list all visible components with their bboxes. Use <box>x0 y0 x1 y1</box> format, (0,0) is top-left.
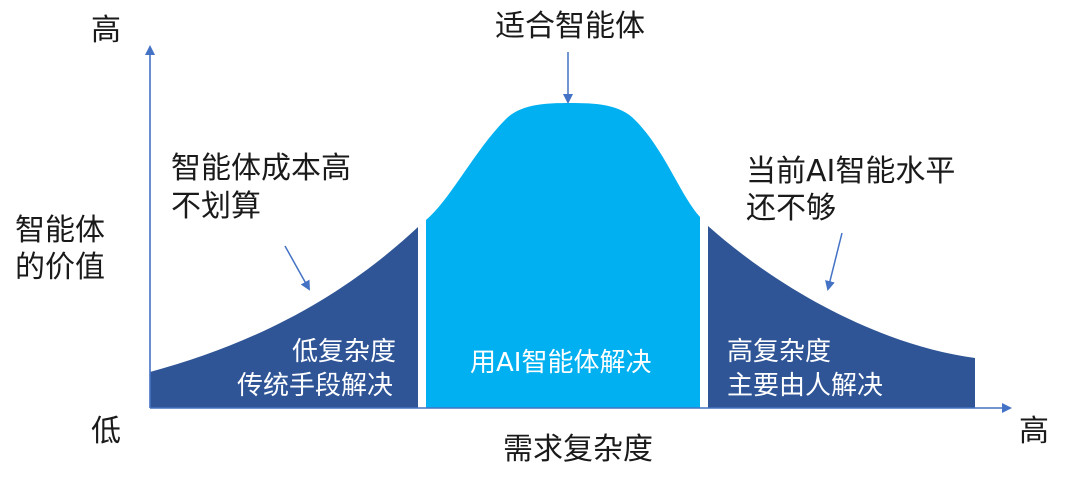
top-label: 适合智能体 <box>495 9 645 44</box>
center-region <box>426 103 700 408</box>
left-region <box>150 227 418 408</box>
right-note-line1: 当前AI智能水平 <box>746 154 956 189</box>
center-region-label: 用AI智能体解决 <box>470 348 652 378</box>
right-note-line2: 还不够 <box>746 191 836 226</box>
y-axis-low-label: 低 <box>91 414 121 449</box>
right-region-label-line2: 主要由人解决 <box>727 371 884 401</box>
right-pointer-arrow <box>825 232 843 291</box>
left-pointer-arrow <box>284 245 310 291</box>
left-note-line2: 不划算 <box>171 189 261 224</box>
x-axis-title: 需求复杂度 <box>503 432 653 467</box>
x-axis-high-label: 高 <box>1019 414 1049 449</box>
left-region-label-line1: 低复杂度 <box>292 337 397 367</box>
left-note-line1: 智能体成本高 <box>171 151 351 186</box>
y-axis-title-line2: 的价值 <box>15 250 105 285</box>
right-region <box>708 226 975 408</box>
y-axis-high-label: 高 <box>91 13 121 48</box>
y-axis-title-line1: 智能体 <box>15 213 105 248</box>
right-region-label-line1: 高复杂度 <box>727 337 832 367</box>
left-region-label-line2: 传统手段解决 <box>237 371 394 401</box>
